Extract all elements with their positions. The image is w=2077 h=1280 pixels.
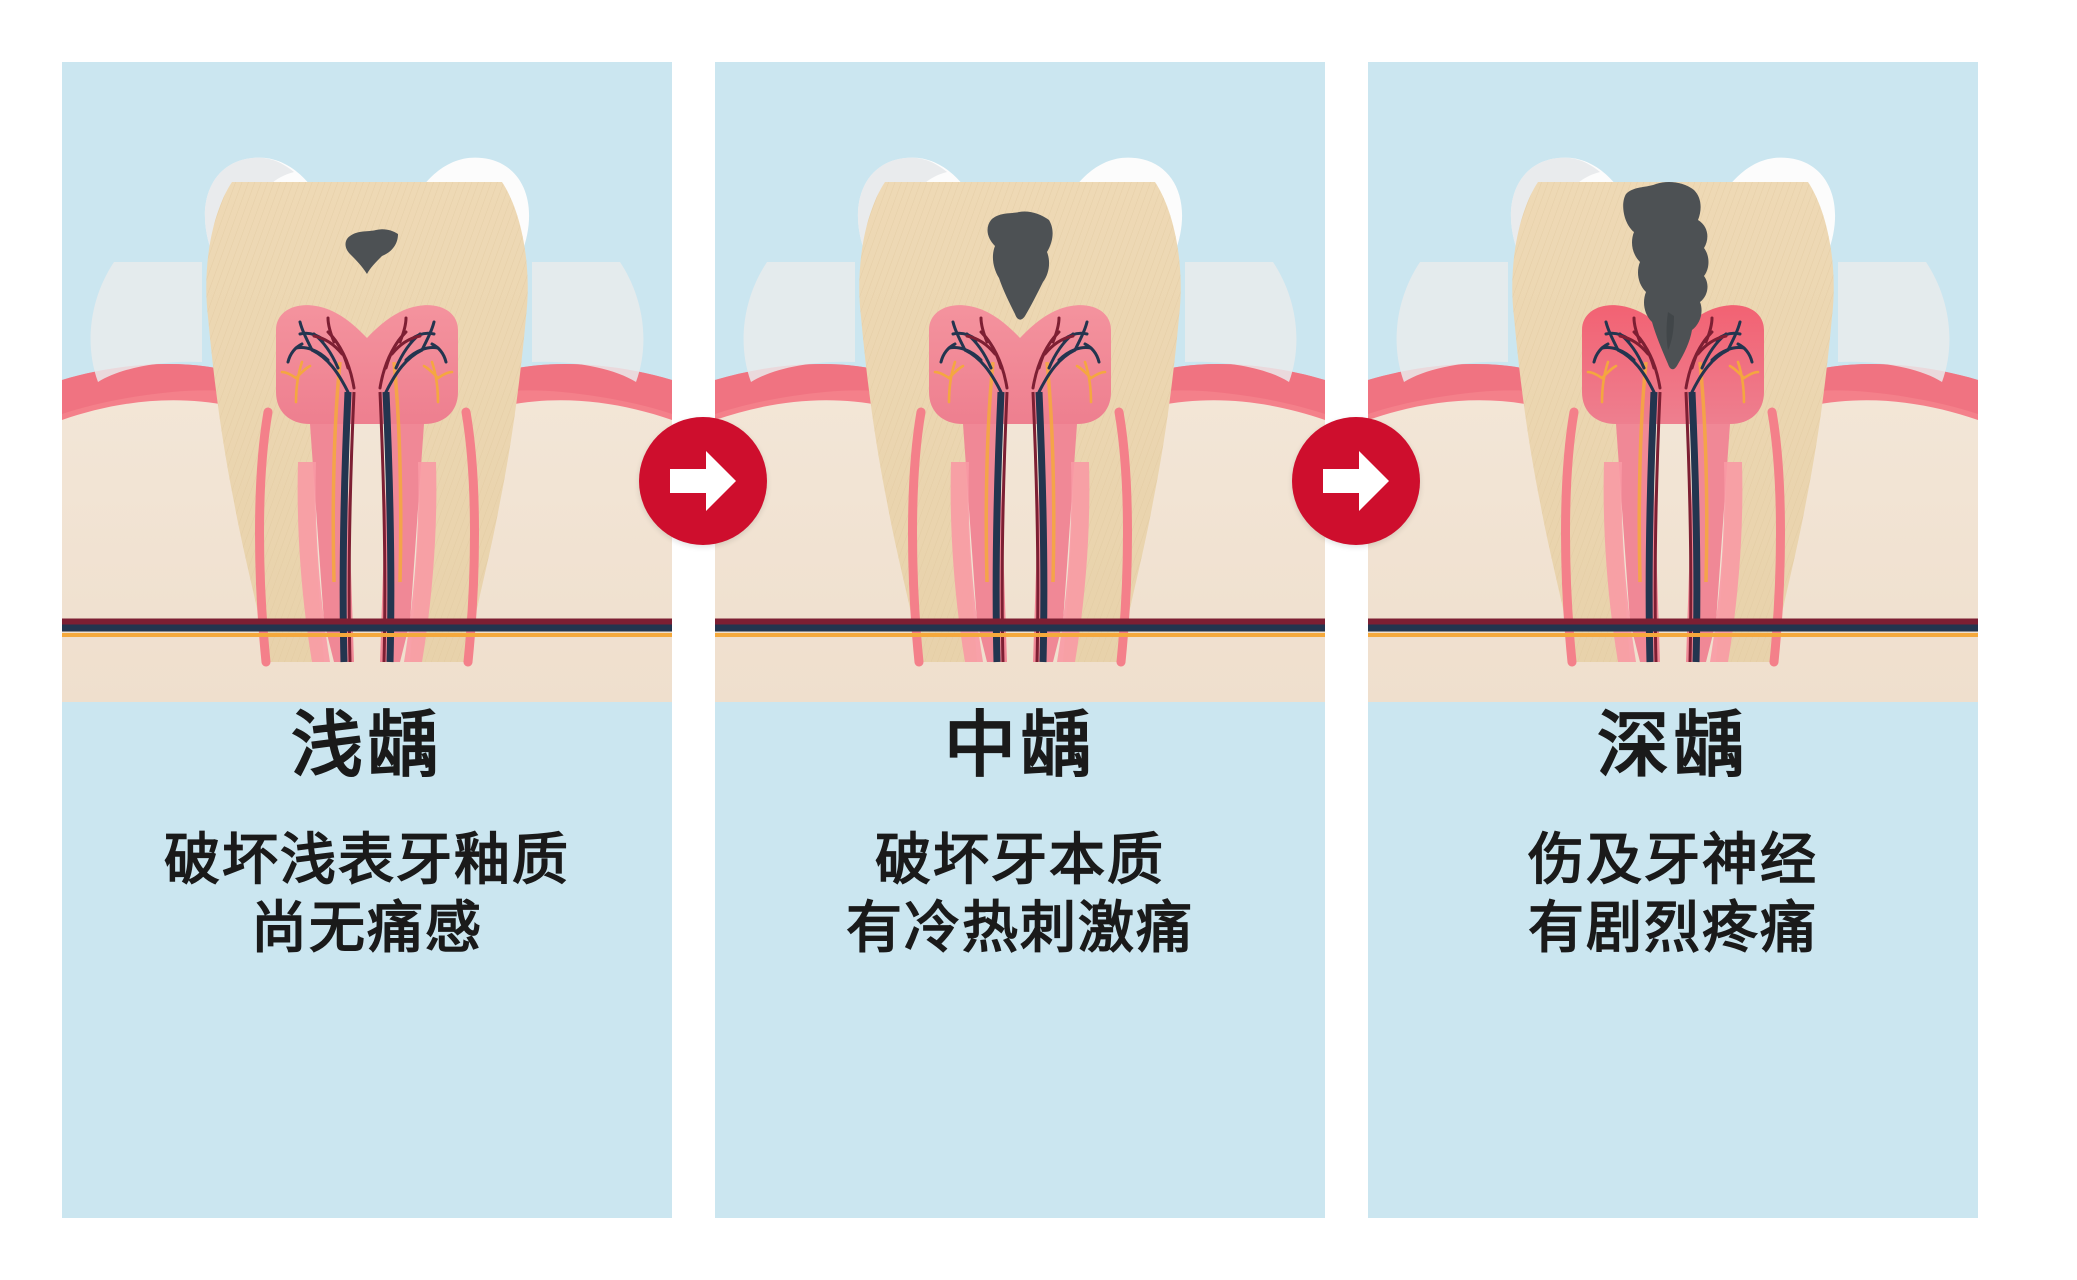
nerve-left: [1637, 361, 1648, 583]
pulp-vessel-tree-right: [384, 320, 448, 394]
caries-stage-panel-deep: 深龋 伤及牙神经 有剧烈疼痛: [1368, 62, 1978, 1218]
pulp-nerve-fibers: [1586, 360, 1760, 404]
adjacent-tooth-left: [1396, 262, 1508, 382]
root-outline-left: [297, 462, 330, 662]
pulp-artery-tree-left: [312, 316, 356, 390]
caries-lesion-shallow: [345, 229, 398, 274]
caries-lesion-moderate: [987, 211, 1053, 320]
stage-desc-line-2: 有剧烈疼痛: [1528, 896, 1818, 960]
stage-desc-line-1: 伤及牙神经: [1528, 828, 1818, 891]
pulp-artery-tree-left: [1618, 316, 1662, 390]
caries-stage-panel-moderate: 中龋 破坏牙本质 有冷热刺激痛: [715, 62, 1325, 1218]
root-outline-right: [1710, 462, 1743, 662]
arrow-right-icon: [639, 417, 767, 545]
caries-lesion-deep: [1623, 182, 1709, 370]
alveolar-bone: [62, 392, 672, 702]
adjacent-tooth-right: [1185, 262, 1297, 382]
adjacent-tooth-right: [1838, 262, 1950, 382]
nerve-right: [1698, 361, 1709, 583]
stage-desc-line-2: 尚无痛感: [251, 896, 483, 960]
nerve-left: [331, 361, 342, 583]
pulp-nerve-fibers: [933, 360, 1107, 404]
tooth-illustration-deep: [1368, 62, 1978, 702]
alveolar-bone: [715, 392, 1325, 702]
stage-desc-line-1: 破坏浅表牙釉质: [164, 828, 570, 891]
nerve-left: [984, 361, 995, 583]
stage-title: 深龋: [1596, 706, 1749, 786]
pulp-artery-tree-right: [378, 316, 422, 390]
tooth-illustration-moderate: [715, 62, 1325, 702]
nerve-right: [1045, 361, 1056, 583]
caries-lesion-deep-tip: [1666, 312, 1674, 350]
stage-desc-line-1: 破坏牙本质: [875, 828, 1165, 891]
pulp-chamber: [276, 305, 458, 424]
caries-stage-panel-shallow: 浅龋 破坏浅表牙釉质 尚无痛感: [62, 62, 672, 1218]
pulp-chamber: [929, 305, 1111, 424]
pulp-artery-tree-right: [1684, 316, 1728, 390]
arrow-right-icon: [1292, 417, 1420, 545]
stage-desc-line-2: 有冷热刺激痛: [846, 896, 1194, 960]
stage-title: 浅龋: [290, 706, 443, 786]
pulp-vessel-tree-right: [1690, 320, 1754, 394]
root-outline-left: [950, 462, 983, 662]
alveolar-bone: [1368, 392, 1978, 702]
pulp-artery-tree-right: [1031, 316, 1075, 390]
adjacent-tooth-left: [90, 262, 202, 382]
adjacent-tooth-left: [743, 262, 855, 382]
root-outline-left: [1603, 462, 1636, 662]
pulp-nerve-fibers: [280, 360, 454, 404]
root-outline-right: [1057, 462, 1090, 662]
pulp-artery-tree-left: [965, 316, 1009, 390]
root-outline-right: [404, 462, 437, 662]
panel-captions-deep: 深龋 伤及牙神经 有剧烈疼痛: [1368, 710, 1978, 963]
panel-captions-shallow: 浅龋 破坏浅表牙釉质 尚无痛感: [62, 710, 672, 963]
nerve-right: [392, 361, 403, 583]
adjacent-tooth-right: [532, 262, 644, 382]
panel-captions-moderate: 中龋 破坏牙本质 有冷热刺激痛: [715, 710, 1325, 963]
stage-title: 中龋: [943, 706, 1096, 786]
tooth-illustration-shallow: [62, 62, 672, 702]
